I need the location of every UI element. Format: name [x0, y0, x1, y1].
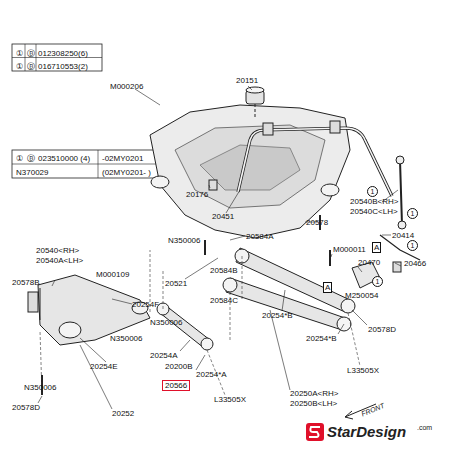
callout-number: N350006 — [150, 318, 182, 327]
callout-number: 20540B<RH> — [350, 197, 398, 206]
part-code: 023510000 (4) — [38, 154, 90, 163]
callout-number: 20578D — [368, 325, 396, 334]
part-code: (02MY0201- ) — [102, 168, 151, 177]
bolt-marker: 1 — [367, 186, 378, 197]
watermark-logo: .com — [417, 424, 432, 432]
part-code: ① — [16, 154, 23, 163]
callout-number: 20254*A — [196, 370, 227, 379]
part-code: Ⓑ — [27, 154, 35, 163]
highlighted-part-number: 20566 — [162, 380, 190, 391]
part-code: ① — [16, 62, 23, 71]
callout-number: 20200B — [165, 362, 193, 371]
callout-number: M000011 — [333, 245, 366, 254]
callout-number: 20470 — [358, 258, 380, 267]
callout-number: 20578B — [12, 278, 40, 287]
callout-number: N350006 — [168, 236, 200, 245]
callout-number: 20176 — [186, 190, 208, 199]
callout-number: 20252 — [112, 409, 134, 418]
part-code: 016710553(2) — [38, 62, 88, 71]
callout-number: 20254A — [150, 351, 178, 360]
part-code: N370029 — [16, 168, 48, 177]
callout-number: 20254E — [90, 362, 118, 371]
callout-number: 20250A<RH> — [290, 389, 338, 398]
bolt-marker: 1 — [407, 208, 418, 219]
callout-number: 20466 — [404, 259, 426, 268]
callout-number: 20584B — [210, 266, 238, 275]
callout-number: L33505X — [347, 366, 379, 375]
part-code: Ⓑ — [27, 62, 35, 71]
callout-number: N350006 — [110, 334, 142, 343]
bolt-marker: 1 — [372, 276, 383, 287]
callout-number: 20254*B — [306, 334, 337, 343]
callout-number: 20254F — [132, 300, 159, 309]
callout-number: 20540A<LH> — [36, 256, 83, 265]
part-code: 012308250(6) — [38, 49, 88, 58]
direction-label: FRONT — [360, 401, 386, 418]
callout-number: 20578D — [12, 403, 40, 412]
callout-number: 20540C<LH> — [350, 207, 398, 216]
callout-number: 20254*B — [262, 311, 293, 320]
callout-number: M000109 — [96, 270, 129, 279]
bolt-marker: 1 — [407, 240, 418, 251]
callout-number: L33505X — [214, 395, 246, 404]
callout-number: M250054 — [345, 291, 378, 300]
callout-number: 20578 — [306, 218, 328, 227]
reference-letter: A — [372, 242, 381, 253]
callout-number: M000206 — [110, 82, 143, 91]
callout-number: 20540<RH> — [36, 246, 79, 255]
callout-number: 20521 — [165, 279, 187, 288]
callout-number: 20414 — [392, 231, 414, 240]
callout-number: 20584C — [210, 296, 238, 305]
part-code: -02MY0201 — [102, 154, 143, 163]
watermark-logo: StarDesign — [327, 424, 406, 440]
callout-number: N350006 — [24, 383, 56, 392]
callout-number: 20584A — [246, 232, 274, 241]
reference-letter: A — [323, 282, 332, 293]
part-code: ① — [16, 49, 23, 58]
callout-number: 20151 — [236, 76, 258, 85]
callout-number: 20250B<LH> — [290, 399, 337, 408]
callout-number: 20451 — [212, 212, 234, 221]
part-code: Ⓑ — [27, 49, 35, 58]
